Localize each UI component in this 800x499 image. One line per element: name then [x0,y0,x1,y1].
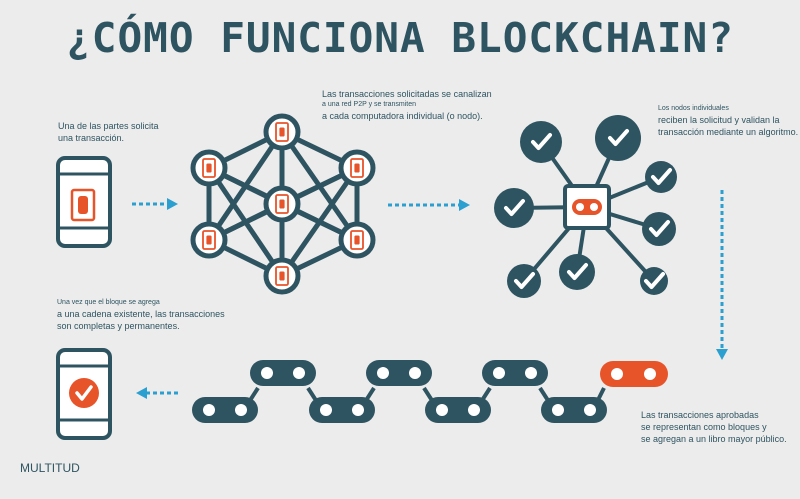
network-node [263,185,301,223]
network-node [338,149,376,187]
arrow-left-icon [136,387,180,399]
phone-confirmed-icon [56,348,112,440]
network-node [263,113,301,151]
arrow-down-icon [716,190,728,360]
network-node [190,149,228,187]
chain-block-icon [541,397,607,423]
caption-line: Una de las partes solicita [58,121,159,131]
check-node-icon [520,121,562,163]
caption-line: Los nodos individuales [658,105,729,112]
chain-block-new-icon [600,361,668,387]
caption-step2: Las transacciones solicitadas se canaliz… [322,88,492,122]
chain-block-icon [482,360,548,386]
caption-step1: Una de las partes solicita una transacci… [58,120,159,144]
caption-line: Las transacciones solicitadas se canaliz… [322,89,492,99]
check-node-icon [595,115,641,161]
page-title: ¿CÓMO FUNCIONA BLOCKCHAIN? [66,14,734,62]
chain-block-icon [309,397,375,423]
caption-step3: Los nodos individuales reciben la solici… [658,104,798,138]
caption-line: una transacción. [58,133,125,143]
caption-line: a una cadena existente, las transaccione… [57,309,225,319]
caption-line: transacción mediante un algoritmo. [658,127,799,137]
network-node [190,221,228,259]
phone-request-icon [56,156,112,248]
check-node-icon [507,264,541,298]
arrow-right-icon [388,199,470,211]
chain-block-icon [425,397,491,423]
network-node [338,221,376,259]
hub-block-icon [563,184,611,230]
check-node-icon [640,267,668,295]
chain-block-icon [192,397,258,423]
caption-line: Una vez que el bloque se agrega [57,299,160,306]
caption-line: reciben la solicitud y validan la [658,115,780,125]
check-node-icon [494,188,534,228]
check-node-icon [645,161,677,193]
caption-step4: Las transacciones aprobadas se represent… [641,409,787,445]
brand-logo: MULTITUD [20,461,80,475]
check-node-icon [642,212,676,246]
chain-block-icon [366,360,432,386]
caption-line: se representan como bloques y [641,422,767,432]
caption-line: a una red P2P y se transmiten [322,101,417,108]
caption-line: a cada computadora individual (o nodo). [322,111,483,121]
network-node [263,257,301,295]
check-node-icon [559,254,595,290]
caption-line: son completas y permanentes. [57,321,180,331]
chain-block-icon [250,360,316,386]
arrow-right-icon [132,198,178,210]
caption-line: se agregan a un libro mayor público. [641,434,787,444]
caption-step5: Una vez que el bloque se agrega a una ca… [57,298,225,332]
caption-line: Las transacciones aprobadas [641,410,759,420]
